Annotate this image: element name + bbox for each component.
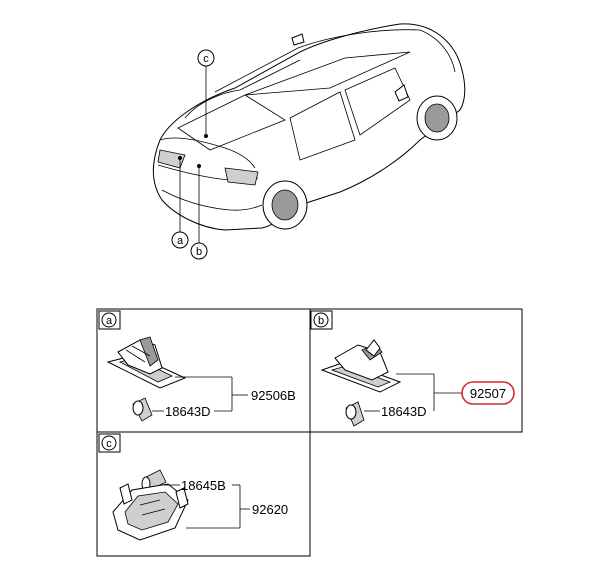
bulb-b (345, 401, 365, 427)
panel-a-bulb-part-number: 18643D (165, 404, 211, 419)
panel-b-bulb-part-number: 18643D (381, 404, 427, 419)
panel-b: b 92507 18643D (310, 310, 515, 427)
callout-c-label: c (203, 53, 209, 65)
panel-b-assembly-part-number: 92507 (470, 386, 506, 401)
panel-c: c 18645B 92620 (98, 433, 288, 541)
callout-a-label: a (177, 235, 184, 247)
panel-c-tag: c (106, 438, 112, 450)
panel-a-assembly-part-number: 92506B (251, 388, 296, 403)
car-illustration: c a b (152, 23, 466, 260)
trunk-lamp-assembly-c (112, 483, 189, 541)
callout-b: b (190, 242, 208, 260)
highlight-oval (461, 381, 515, 405)
panel-a-tag: a (106, 315, 113, 327)
panel-b-tag: b (318, 315, 324, 327)
panel-c-assembly-part-number: 92620 (252, 502, 288, 517)
callout-b-label: b (196, 246, 202, 258)
license-lamp-assembly-b (320, 339, 402, 393)
panel-c-bulb-part-number: 18645B (181, 478, 226, 493)
bulb-a (132, 397, 153, 422)
callout-a: a (171, 231, 189, 249)
panel-a: a 92506B 18643D (98, 310, 296, 422)
license-lamp-assembly-a (106, 336, 187, 389)
panel-grid (96, 308, 523, 557)
callout-c: c (197, 49, 215, 67)
